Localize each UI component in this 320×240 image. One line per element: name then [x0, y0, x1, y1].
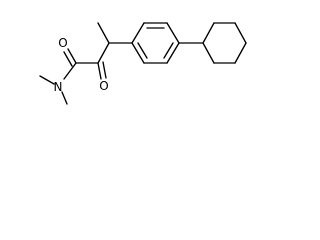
- double-bond-inner: [163, 42, 174, 59]
- bond: [202, 22, 215, 44]
- amide-double-bond: [63, 51, 73, 67]
- bond: [234, 42, 247, 64]
- methyl-bond: [97, 22, 110, 44]
- keto-double-bond: [102, 61, 107, 79]
- amide-double-bond: [67, 48, 77, 64]
- bond: [166, 42, 180, 64]
- benzene-ring: [131, 22, 180, 64]
- keto-oxygen-label: O: [99, 79, 108, 93]
- keto-double-bond: [97, 62, 102, 80]
- bond: [131, 42, 145, 64]
- bond: [63, 62, 77, 80]
- bond: [97, 42, 110, 64]
- bond: [131, 22, 145, 44]
- bond: [234, 22, 247, 44]
- bond: [166, 22, 180, 44]
- amide-nitrogen-label: N: [54, 80, 63, 94]
- double-bond-inner: [137, 42, 148, 59]
- chemical-structure: O O N: [39, 22, 247, 105]
- n-methyl-bond: [39, 75, 55, 85]
- cyclohexyl-ring: [202, 22, 247, 64]
- bond: [202, 42, 215, 64]
- amide-oxygen-label: O: [58, 36, 67, 50]
- n-methyl-bond: [61, 91, 68, 105]
